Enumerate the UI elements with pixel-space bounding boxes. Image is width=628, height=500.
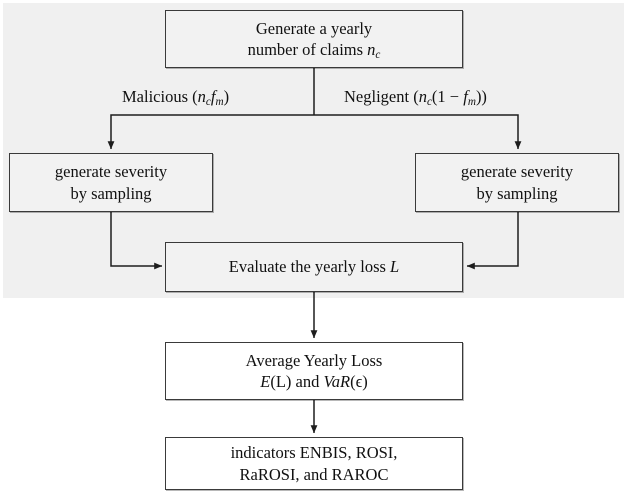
node-average-loss-line2: E(L) and VaR(ϵ) xyxy=(260,372,368,391)
node-severity-right-line1: generate severity xyxy=(460,162,574,182)
edge-label-malicious: Malicious (ncfm) xyxy=(122,87,230,109)
node-severity-left-line1: generate severity xyxy=(54,162,168,182)
node-generate-claims-line2: number of claims nc xyxy=(247,40,381,62)
node-severity-left: generate severity by sampling xyxy=(9,153,213,212)
node-severity-left-line2: by sampling xyxy=(70,183,152,203)
node-severity-right: generate severity by sampling xyxy=(415,153,619,212)
node-evaluate-loss: Evaluate the yearly loss L xyxy=(165,242,463,292)
node-generate-claims: Generate a yearly number of claims nc xyxy=(165,10,463,68)
edge-label-negligent: Negligent (nc(1 − fm)) xyxy=(344,87,487,109)
node-indicators: indicators ENBIS, ROSI, RaROSI, and RARO… xyxy=(165,437,463,490)
node-severity-right-line2: by sampling xyxy=(476,183,558,203)
node-average-loss-line1: Average Yearly Loss xyxy=(245,350,383,370)
node-average-loss: Average Yearly Loss E(L) and VaR(ϵ) xyxy=(165,342,463,400)
node-indicators-line1: indicators ENBIS, ROSI, xyxy=(230,443,398,463)
node-evaluate-loss-text: Evaluate the yearly loss L xyxy=(228,257,400,277)
node-generate-claims-line1: Generate a yearly xyxy=(255,18,373,38)
node-indicators-line2: RaROSI, and RAROC xyxy=(239,464,389,484)
